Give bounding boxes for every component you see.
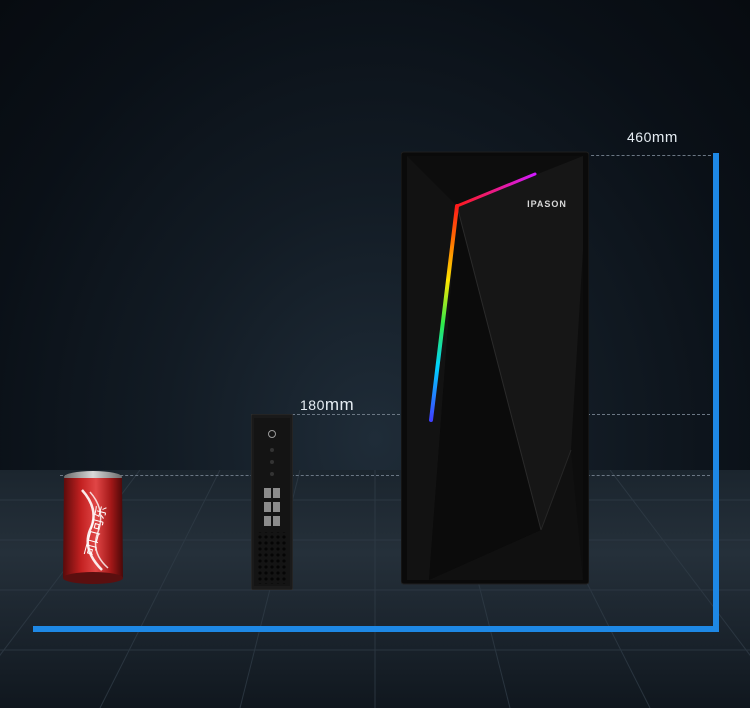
soda-can: 可口可乐 [63,471,123,584]
mini-pc [251,414,293,590]
tower-height-value: 460 [627,129,652,145]
mini-pc-height-label: 180mm [300,395,354,415]
tower-height-label: 460mm [627,129,678,146]
guide-line-tower-top [586,155,716,156]
usb-port-icon [264,488,271,498]
guide-line-can-top [60,475,710,476]
power-button-icon [268,430,276,438]
tower-height-unit: mm [651,129,678,146]
tower-pc-case: IPASON [401,151,589,585]
height-measure-bar-vertical [713,153,719,632]
case-brand-logo: IPASON [527,199,567,209]
baseline-measure-bar-horizontal [33,626,719,632]
mini-pc-height-value: 180 [300,397,325,413]
mini-pc-height-unit: mm [324,395,355,414]
